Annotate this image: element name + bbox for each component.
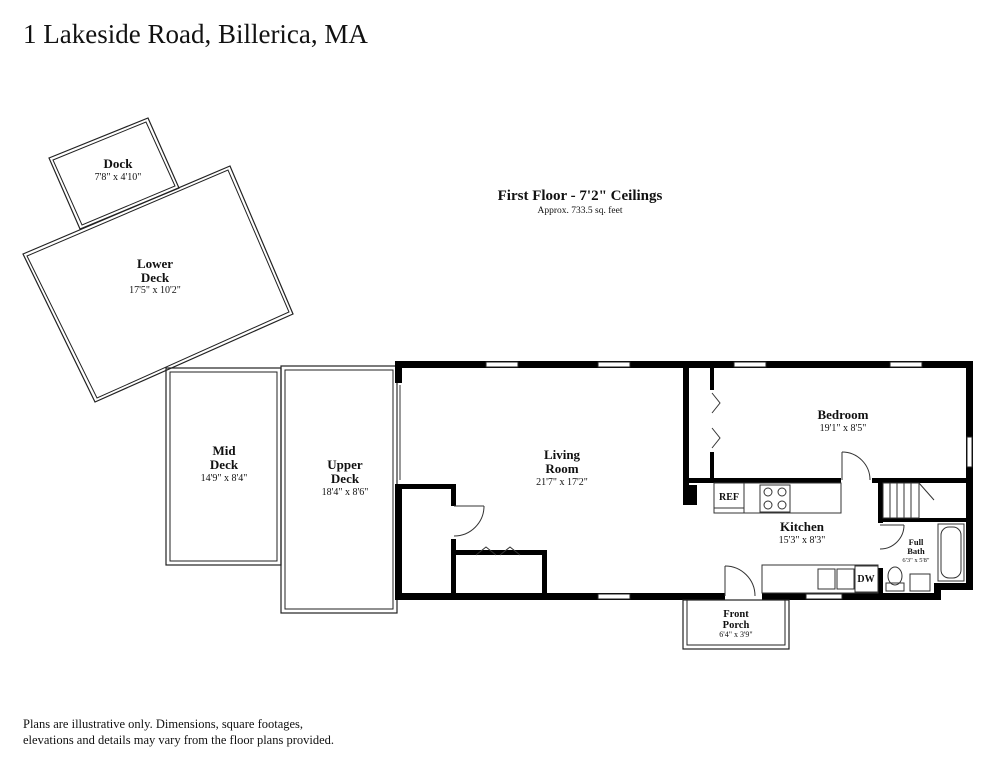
bath-door: [879, 524, 905, 550]
mid-deck-name-1: Mid: [212, 443, 236, 458]
exterior-walls: [395, 361, 973, 600]
living-closet-door: [453, 505, 485, 537]
upper-deck-name-2: Deck: [331, 471, 360, 486]
front-door: [724, 565, 756, 597]
fridge: [713, 482, 745, 514]
mid-deck-dim: 14'9" x 8'4": [201, 473, 248, 484]
bifold-doors: [475, 392, 721, 556]
living-room-name-2: Room: [545, 461, 578, 476]
bedroom-dim: 19'1" x 8'5": [820, 423, 867, 434]
dw-label: DW: [857, 574, 874, 585]
living-room-name-1: Living: [544, 447, 581, 462]
upper-deck-dim: 18'4" x 8'6": [322, 487, 369, 498]
full-bath-dim: 6'3" x 5'8": [902, 557, 929, 564]
dock-dim: 7'8" x 4'10": [95, 172, 142, 183]
full-bath-name-2: Bath: [907, 546, 925, 556]
disclaimer: Plans are illustrative only. Dimensions,…: [23, 716, 443, 748]
lower-deck-name-2: Deck: [141, 270, 170, 285]
full-bath-name-1: Full: [909, 537, 924, 547]
floor-area: Approx. 733.5 sq. feet: [538, 205, 623, 216]
lower-deck-name-1: Lower: [137, 256, 173, 271]
kitchen-sink: [817, 568, 855, 590]
disclaimer-line-1: Plans are illustrative only. Dimensions,…: [23, 717, 304, 731]
kitchen-name: Kitchen: [780, 519, 825, 534]
lower-deck-dim: 17'5" x 10'2": [129, 285, 181, 296]
bedroom-door: [841, 451, 871, 481]
living-room-dim: 21'7" x 17'2": [536, 477, 588, 488]
kitchen-dim: 15'3" x 8'3": [779, 535, 826, 546]
bedroom-name: Bedroom: [817, 407, 868, 422]
lower-deck-outline: [22, 165, 294, 403]
front-porch-dim: 6'4" x 3'9": [719, 630, 752, 639]
ref-label: REF: [719, 492, 739, 503]
dock-name: Dock: [104, 156, 134, 171]
stove: [759, 484, 791, 513]
interior-walls: [402, 368, 966, 593]
stairs: [882, 482, 935, 519]
sliding-door: [396, 385, 401, 480]
property-title: 1 Lakeside Road, Billerica, MA: [23, 19, 368, 49]
dishwasher: [854, 565, 879, 593]
bath-fixtures: [885, 523, 965, 592]
front-porch-name-1: Front: [723, 609, 749, 620]
disclaimer-line-2: elevations and details may vary from the…: [23, 733, 335, 747]
windows: [485, 361, 973, 600]
upper-deck-name-1: Upper: [327, 457, 363, 472]
front-porch-name-2: Porch: [723, 620, 750, 631]
front-porch-outline: [682, 599, 790, 650]
mid-deck-name-2: Deck: [210, 457, 239, 472]
floor-title: First Floor - 7'2" Ceilings: [498, 188, 663, 204]
